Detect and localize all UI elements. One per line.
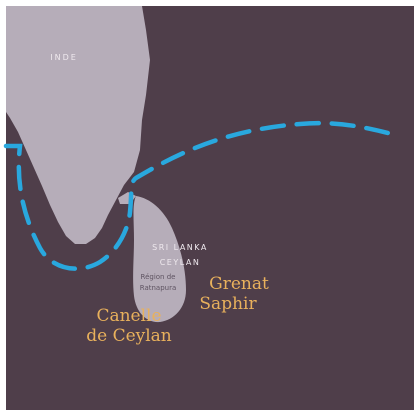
label-india: INDE [50,53,78,62]
sri-lanka-landmass [133,196,186,323]
india-landmass [6,6,150,244]
label-gem-region-line2: Ratnapura [140,284,177,292]
label-de-ceylan: de Ceylan [86,326,172,346]
label-gem-region-line1: Région de [141,273,176,281]
label-canelle: Canelle [96,306,161,326]
label-ceylan: CEYLAN [160,258,201,267]
shipping-route [3,120,395,271]
label-saphir: Saphir [199,294,257,314]
label-grenat: Grenat [209,274,269,294]
label-sri-lanka: SRI LANKA [152,243,208,252]
